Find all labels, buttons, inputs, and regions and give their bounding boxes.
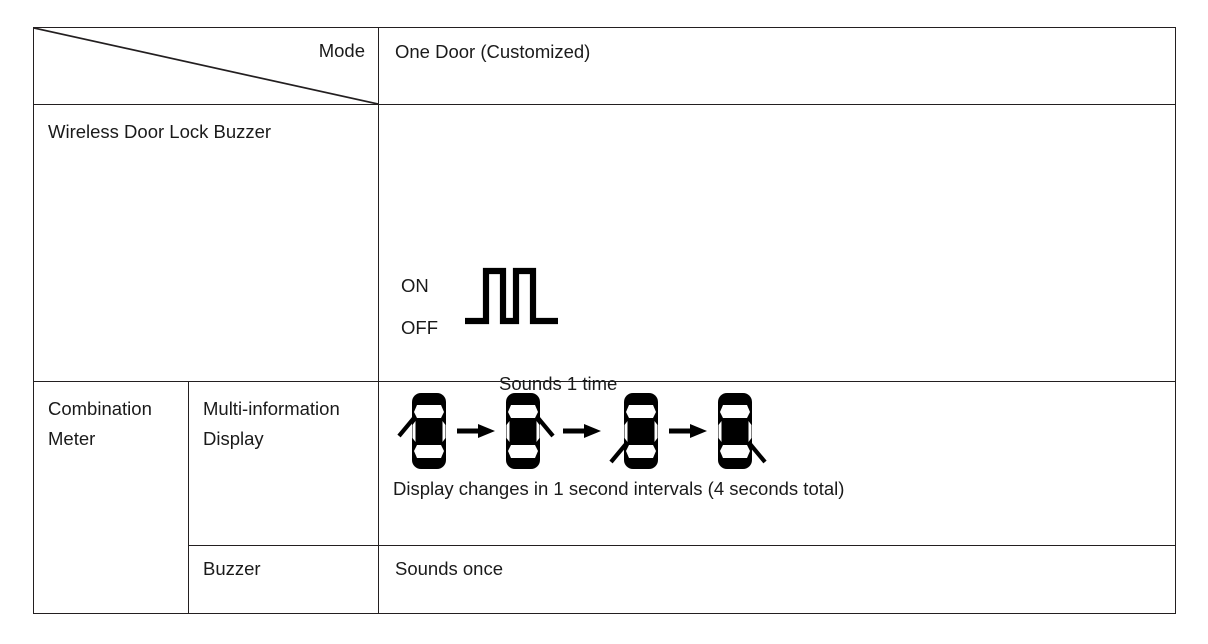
meter-buzzer-value-cell: Sounds once bbox=[378, 545, 1176, 614]
combination-meter-label-line-2: Meter bbox=[48, 427, 96, 449]
car-rear-right-door-open-icon bbox=[718, 393, 767, 469]
display-interval-caption: Display changes in 1 second intervals (4… bbox=[393, 478, 845, 499]
buzzer-signal-diagram: ON OFF Sounds 1 time bbox=[379, 105, 1175, 394]
mode-specification-table: Mode One Door (Customized) Wireless Door… bbox=[33, 27, 1176, 614]
sequence-arrow-icon bbox=[563, 424, 601, 438]
mode-value-cell: One Door (Customized) bbox=[378, 27, 1176, 105]
buzzer-sound-caption: Sounds 1 time bbox=[499, 373, 618, 394]
wireless-door-lock-buzzer-label-cell: Wireless Door Lock Buzzer bbox=[33, 104, 379, 382]
combination-meter-label-line-1: Combination bbox=[48, 398, 152, 419]
corner-header-cell: Mode bbox=[33, 27, 379, 105]
multi-information-display-label: Multi-information Display bbox=[189, 382, 378, 454]
combination-meter-label-cell: Combination Meter bbox=[33, 381, 189, 614]
car-front-right-door-open-icon bbox=[506, 393, 555, 469]
combination-meter-label: Combination Meter bbox=[34, 382, 188, 454]
meter-buzzer-label-cell: Buzzer bbox=[188, 545, 379, 614]
signal-off-label: OFF bbox=[401, 317, 438, 338]
wireless-door-lock-buzzer-content-cell: ON OFF Sounds 1 time bbox=[378, 104, 1176, 394]
sequence-arrow-icon bbox=[669, 424, 707, 438]
sequence-arrow-icon bbox=[457, 424, 495, 438]
meter-buzzer-label: Buzzer bbox=[203, 558, 261, 579]
diagonal-divider-icon bbox=[34, 28, 378, 104]
mode-header-label: Mode bbox=[318, 40, 365, 61]
table-row: Wireless Door Lock Buzzer ON OFF Sounds … bbox=[33, 104, 1176, 394]
wireless-door-lock-buzzer-label: Wireless Door Lock Buzzer bbox=[48, 121, 272, 142]
car-rear-left-door-open-icon bbox=[609, 393, 658, 469]
square-wave-icon bbox=[465, 267, 558, 325]
multi-information-display-label-cell: Multi-information Display bbox=[188, 381, 379, 546]
meter-buzzer-value: Sounds once bbox=[395, 558, 504, 579]
multi-information-display-label-line-2: Display bbox=[203, 427, 264, 449]
door-sequence-strip bbox=[397, 390, 767, 472]
car-front-left-door-open-icon bbox=[397, 393, 446, 469]
table-header-row: Mode One Door (Customized) bbox=[33, 27, 1176, 105]
door-open-sequence-diagram: Display changes in 1 second intervals (4… bbox=[379, 382, 1175, 545]
table-row: Combination Meter Multi-information Disp… bbox=[33, 381, 1176, 614]
mode-value-text: One Door (Customized) bbox=[395, 41, 591, 62]
multi-information-display-label-line-1: Multi-information bbox=[203, 398, 340, 419]
multi-information-display-content-cell: Display changes in 1 second intervals (4… bbox=[378, 381, 1176, 546]
signal-on-label: ON bbox=[401, 275, 429, 296]
table-row: Buzzer Sounds once bbox=[34, 545, 1176, 614]
